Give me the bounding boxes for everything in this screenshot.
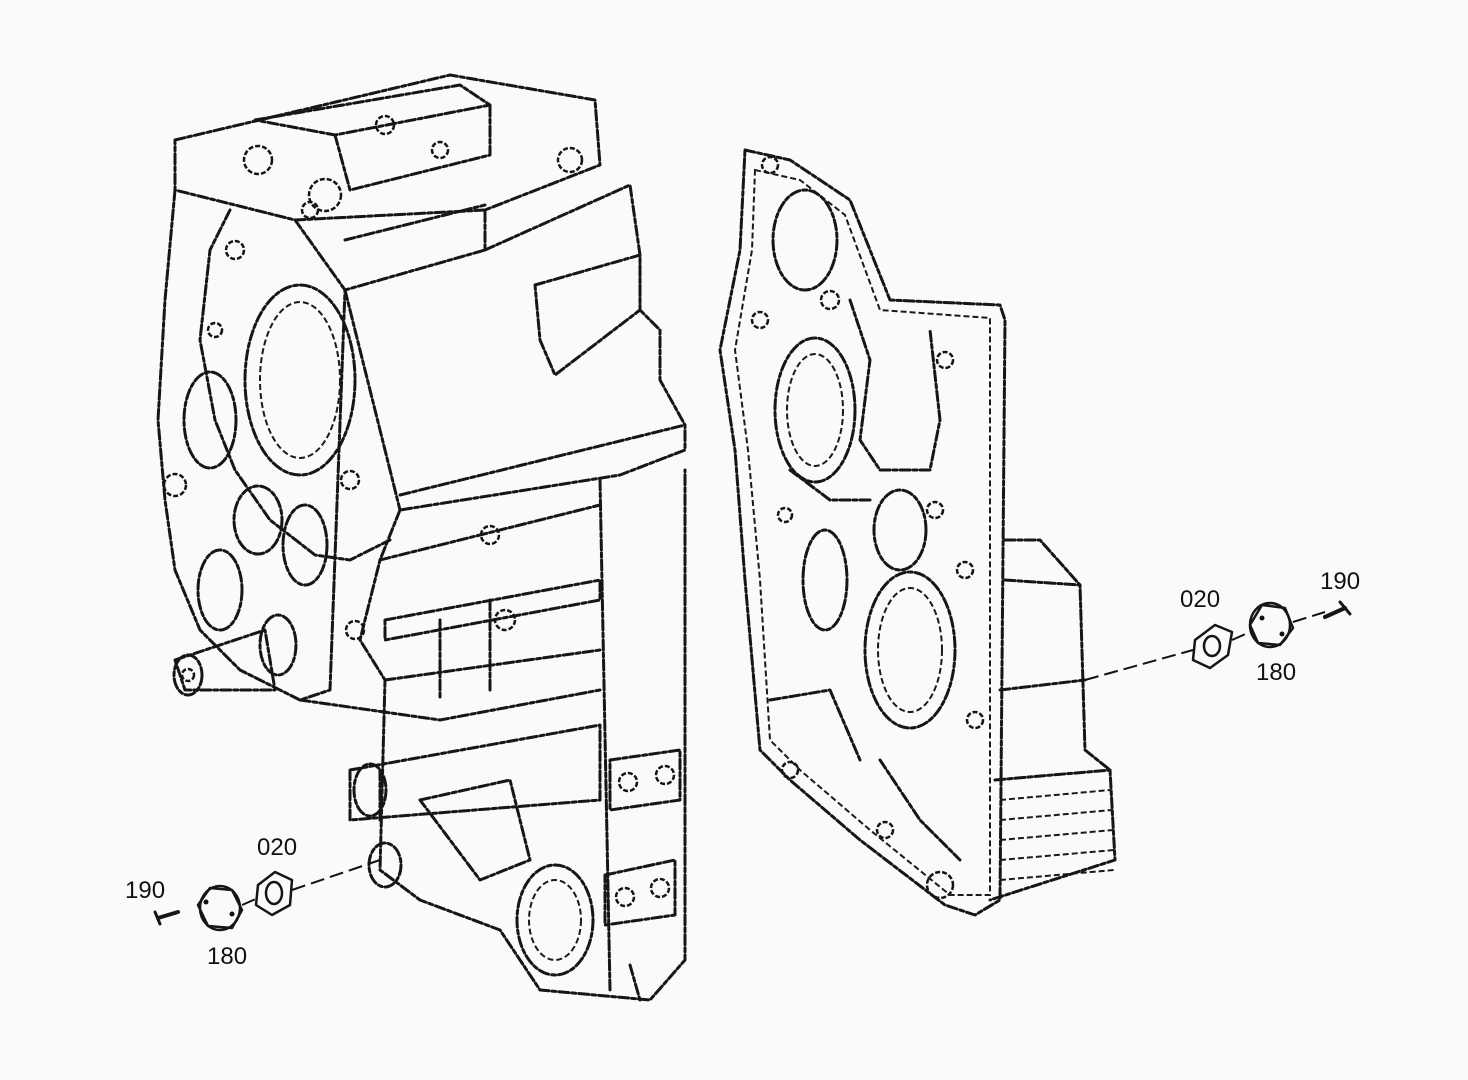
right-screw-190: [1323, 600, 1352, 619]
callout-left-190: 190: [125, 877, 165, 904]
right-assembly-leader-line: [1084, 611, 1326, 681]
right-gasket-020: [1191, 623, 1234, 670]
left-cover-plate-180: [196, 884, 244, 932]
callout-left-020: 020: [257, 834, 297, 861]
right-cover-plate-180: [1248, 601, 1295, 649]
left-gearbox-housing: [156, 73, 687, 1002]
left-gasket-020: [254, 870, 294, 917]
right-housing-cover: [718, 148, 1117, 917]
callout-right-020: 020: [1180, 586, 1220, 613]
left-screw-190: [153, 910, 180, 926]
left-assembly-leader-line: [241, 859, 381, 906]
callout-left-180: 180: [207, 943, 247, 970]
callout-right-190: 190: [1320, 568, 1360, 595]
callout-right-180: 180: [1256, 659, 1296, 686]
